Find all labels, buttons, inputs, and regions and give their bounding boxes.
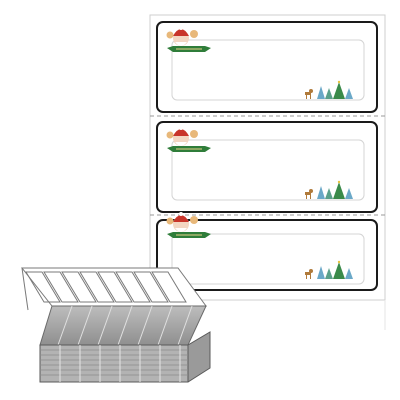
christmas-tree-icon	[317, 266, 325, 279]
christmas-tree-icon	[333, 182, 345, 199]
santa-icon	[166, 26, 198, 46]
christmas-tree-icon	[325, 88, 333, 99]
santa-icon	[166, 126, 198, 146]
christmas-tree-icon	[317, 186, 325, 199]
christmas-label	[156, 21, 378, 113]
christmas-tree-icon	[333, 262, 345, 279]
christmas-tree-icon	[325, 268, 333, 279]
christmas-label	[156, 212, 378, 291]
reindeer-icon	[305, 89, 313, 99]
santa-icon	[166, 212, 198, 232]
fanfold-middle-sheet	[39, 305, 207, 346]
reindeer-icon	[305, 189, 313, 199]
merry-christmas-banner	[167, 146, 211, 152]
christmas-label	[156, 121, 378, 213]
christmas-tree-icon	[345, 88, 353, 99]
fanfold-top-sheet	[20, 267, 207, 311]
christmas-tree-icon	[317, 86, 325, 99]
tree-cluster	[305, 180, 353, 199]
tree-cluster	[305, 80, 353, 99]
christmas-tree-icon	[325, 188, 333, 199]
fanfold-stack-icon	[20, 267, 211, 383]
christmas-tree-icon	[345, 188, 353, 199]
merry-christmas-banner	[167, 232, 211, 238]
reindeer-icon	[305, 269, 313, 279]
fanfold-bottom-block	[39, 331, 211, 383]
tree-cluster	[305, 260, 353, 279]
christmas-tree-icon	[333, 82, 345, 99]
christmas-tree-icon	[345, 268, 353, 279]
merry-christmas-banner	[167, 46, 211, 52]
